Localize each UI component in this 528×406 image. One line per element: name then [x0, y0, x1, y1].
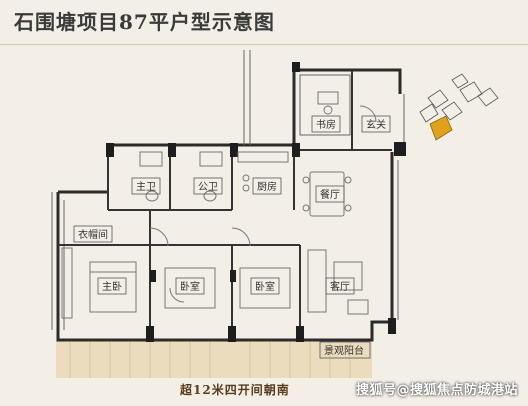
terrace-stripes [69, 340, 351, 378]
room-label-xuanguan: 玄关 [366, 118, 386, 131]
pillars [106, 62, 406, 342]
room-label-keting: 客厅 [330, 280, 350, 293]
interior-walls [58, 70, 392, 340]
key-plan-highlight [429, 115, 453, 141]
room-label-yimaojian: 衣帽间 [78, 228, 108, 241]
room-label-jingguan: 景观阳台 [324, 344, 364, 357]
room-label-woshi-2: 卧室 [255, 280, 275, 293]
watermark: 搜狐号@搜狐焦点防城港站 [355, 383, 518, 398]
key-plan [419, 73, 499, 123]
south-terrace [56, 340, 372, 378]
room-label-woshi-1: 卧室 [180, 280, 200, 293]
window-frames [51, 50, 405, 330]
label-frames [73, 115, 391, 359]
room-label-zhuwo: 主卧 [102, 280, 122, 293]
room-label-chufang: 厨房 [257, 180, 277, 193]
page-title: 石围塘项目87平户型示意图 [14, 10, 275, 34]
title-divider [0, 44, 528, 45]
room-label-canting: 餐厅 [320, 188, 340, 201]
orientation-label: 超12米四开间朝南 [180, 383, 290, 397]
exterior-walls [56, 68, 402, 342]
room-label-shufang: 书房 [316, 118, 336, 131]
room-label-zhuwei: 主卫 [136, 181, 156, 193]
room-label-gongwei: 公卫 [198, 182, 218, 193]
